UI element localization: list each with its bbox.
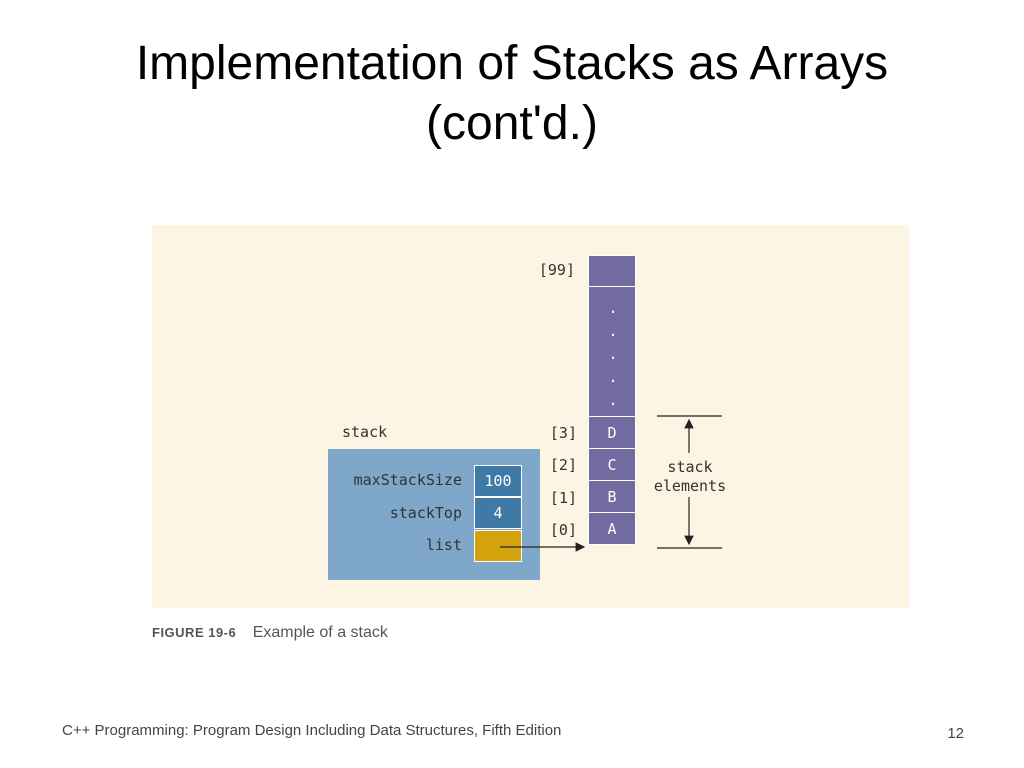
connector-overlay bbox=[500, 415, 722, 552]
array-index-3: [3] bbox=[549, 424, 577, 442]
array-cell-ellipsis: . . . . . bbox=[588, 286, 636, 417]
field-label-maxstacksize: maxStackSize bbox=[353, 471, 462, 489]
array-cell-3: D bbox=[588, 416, 636, 449]
footer-book-title: C++ Programming: Program Design Includin… bbox=[62, 722, 562, 739]
array-index-0: [0] bbox=[549, 521, 577, 539]
stack-struct-box: maxStackSize 100 stackTop 4 list bbox=[328, 449, 540, 580]
ellipsis-dot: . bbox=[608, 391, 618, 409]
stack-elements-line-2: elements bbox=[653, 477, 727, 495]
figure-caption-text: Example of a stack bbox=[252, 624, 388, 641]
stack-elements-label: stack elements bbox=[640, 458, 740, 496]
field-label-stacktop: stackTop bbox=[389, 504, 462, 522]
array-index-top: [99] bbox=[538, 261, 575, 279]
array-cell-0: A bbox=[588, 512, 636, 545]
ellipsis-dot: . bbox=[608, 322, 618, 340]
array-cell-1: B bbox=[588, 480, 636, 513]
array-index-2: [2] bbox=[549, 456, 577, 474]
field-value-list-pointer bbox=[474, 530, 522, 562]
field-value-maxstacksize: 100 bbox=[474, 465, 522, 497]
ellipsis-dot: . bbox=[608, 299, 618, 317]
field-label-list: list bbox=[425, 536, 462, 554]
slide-title: Implementation of Stacks as Arrays (cont… bbox=[0, 34, 1024, 154]
title-line-2: (cont'd.) bbox=[426, 97, 598, 150]
array-column: . . . . . D C B A bbox=[588, 255, 636, 547]
ellipsis-dot: . bbox=[608, 345, 618, 363]
figure-number: FIGURE 19-6 bbox=[152, 625, 237, 640]
page-number: 12 bbox=[947, 725, 964, 742]
stack-figure: stack maxStackSize 100 stackTop 4 list [… bbox=[152, 225, 909, 608]
stack-label: stack bbox=[342, 423, 388, 441]
stack-elements-line-1: stack bbox=[667, 458, 713, 476]
ellipsis-dot: . bbox=[608, 368, 618, 386]
array-index-1: [1] bbox=[549, 489, 577, 507]
field-value-stacktop: 4 bbox=[474, 497, 522, 529]
title-line-1: Implementation of Stacks as Arrays bbox=[135, 37, 889, 90]
figure-caption: FIGURE 19-6 Example of a stack bbox=[152, 624, 388, 642]
